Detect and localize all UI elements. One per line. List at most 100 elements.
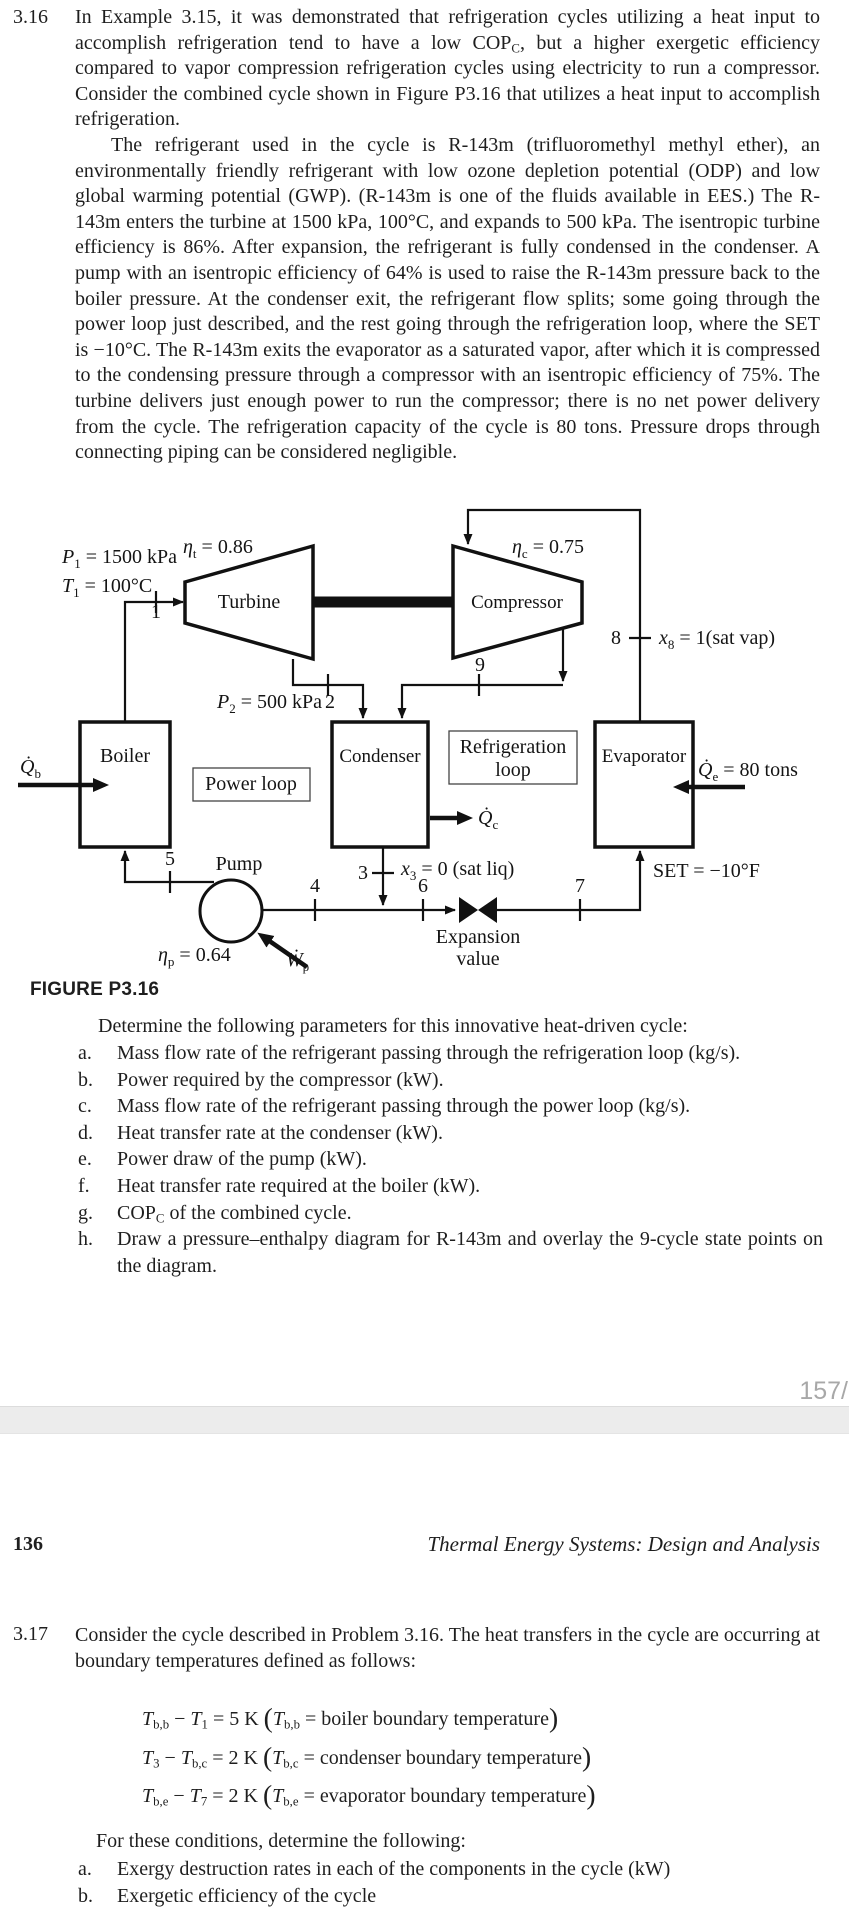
list-item: b. Power required by the compressor (kW). xyxy=(78,1067,823,1094)
state3-quality-label: x3 = 0 (sat liq) xyxy=(400,858,514,883)
item-letter: f. xyxy=(78,1174,90,1197)
item-text: Power required by the compressor (kW). xyxy=(117,1068,444,1091)
shaft xyxy=(313,596,453,608)
determine-intro: Determine the following parameters for t… xyxy=(98,1015,688,1037)
figure-p316-diagram: Turbine Compressor Boiler Condenser Evap… xyxy=(18,508,798,974)
pump-work-arrow xyxy=(257,932,309,969)
paragraph-1-text: In Example 3.15, it was demonstrated tha… xyxy=(75,6,820,54)
list-item: g. COPC of the combined cycle. xyxy=(78,1200,823,1227)
item-text: Heat transfer rate at the condenser (kW)… xyxy=(117,1121,443,1144)
expansion-valve-icon xyxy=(478,897,497,923)
compressor-label: Compressor xyxy=(471,592,564,613)
paragraph-1-continued: , but a higher exergetic efficiency comp… xyxy=(75,31,820,131)
item-letter: b. xyxy=(78,1885,93,1907)
for-these-conditions-intro: For these conditions, determine the foll… xyxy=(96,1830,466,1852)
item-letter: d. xyxy=(78,1121,93,1144)
problem-316-statement: In Example 3.15, it was demonstrated tha… xyxy=(75,5,820,466)
station-7: 7 xyxy=(575,875,585,897)
compressor-efficiency-label: ηc = 0.75 xyxy=(512,536,584,561)
station-5: 5 xyxy=(165,848,175,870)
item-text: Draw a pressure–enthalpy diagram for R-1… xyxy=(117,1228,823,1277)
station-9: 9 xyxy=(475,654,485,676)
list-item: e. Power draw of the pump (kW). xyxy=(78,1146,823,1173)
problem-317-statement: Consider the cycle described in Problem … xyxy=(75,1624,820,1672)
pump-label: Pump xyxy=(216,853,263,875)
set-temperature-label: SET = −10°F xyxy=(653,860,760,882)
item-letter: a. xyxy=(78,1858,92,1880)
item-letter: b. xyxy=(78,1068,93,1091)
condenser-box xyxy=(330,720,430,849)
turbine-label: Turbine xyxy=(218,591,281,613)
item-text: COPC of the combined cycle. xyxy=(117,1201,352,1226)
state8-quality-label: x8 = 1(sat vap) xyxy=(658,627,775,652)
equation-evaporator-boundary: Tb,e − T7 = 2 K (Tb,e = evaporator bound… xyxy=(142,1779,596,1811)
compressor-symbol xyxy=(451,543,584,661)
running-title: Thermal Energy Systems: Design and Analy… xyxy=(427,1532,820,1556)
item-text: Heat transfer rate required at the boile… xyxy=(117,1174,481,1197)
pipe-valve-to-evaporator xyxy=(497,850,645,912)
item-letter: c. xyxy=(78,1095,92,1118)
evaporator-box xyxy=(593,720,695,849)
station-4: 4 xyxy=(310,875,320,897)
refrigeration-loop-label-box xyxy=(448,730,578,785)
pump-work-label: Ẇp xyxy=(286,948,309,974)
list-item: f. Heat transfer rate required at the boi… xyxy=(78,1173,823,1200)
inlet-pressure-label: P1 = 1500 kPa xyxy=(61,546,177,571)
pipe-boiler-to-turbine xyxy=(123,597,184,722)
boiler-heat-label: Q̇b xyxy=(20,755,41,781)
boundary-temperature-equations: Tb,b − T1 = 5 K (Tb,b = boiler boundary … xyxy=(142,1700,596,1816)
page-folio: 136 xyxy=(13,1533,43,1555)
expansion-valve-label: Expansion xyxy=(436,926,520,948)
equation-condenser-boundary: T3 − Tb,c = 2 K (Tb,c = condenser bounda… xyxy=(142,1740,592,1772)
item-letter: g. xyxy=(78,1201,93,1224)
pipe-evaporator-to-compressor xyxy=(463,508,642,722)
expansion-valve-label: value xyxy=(456,948,499,970)
viewer-page-indicator[interactable]: 157/ xyxy=(799,1377,848,1405)
boiler-label: Boiler xyxy=(100,745,150,767)
paragraph-2: The refrigerant used in the cycle is R-1… xyxy=(75,133,820,464)
turbine-efficiency-label: ηt = 0.86 xyxy=(183,536,253,561)
station-3: 3 xyxy=(358,862,368,884)
item-letter: a. xyxy=(78,1042,92,1064)
problem-316-item-list: a. Mass flow rate of the refrigerant pass… xyxy=(78,1040,823,1279)
item-text: Mass flow rate of the refrigerant passin… xyxy=(117,1095,691,1118)
refrigeration-loop-label: Refrigeration xyxy=(460,736,567,758)
item-text: Mass flow rate of the refrigerant passin… xyxy=(117,1042,741,1064)
cop-subscript: C xyxy=(155,1211,165,1226)
item-letter: e. xyxy=(78,1148,92,1171)
list-item: a. Mass flow rate of the refrigerant pass… xyxy=(78,1040,823,1067)
power-loop-label-box xyxy=(192,767,311,802)
list-item: h.Draw a pressure–enthalpy diagram for R… xyxy=(78,1226,823,1279)
station-8: 8 xyxy=(611,627,621,649)
equation-boiler-boundary: Tb,b − T1 = 5 K (Tb,b = boiler boundary … xyxy=(142,1702,559,1734)
expansion-valve-icon xyxy=(459,897,478,923)
evaporator-heat-label: Q̇e = 80 tons xyxy=(698,758,798,784)
item-text: Exergy destruction rates in each of the … xyxy=(117,1858,671,1880)
station-1: 1 xyxy=(151,601,161,623)
evaporator-label: Evaporator xyxy=(602,746,687,767)
page-gap-bar xyxy=(0,1406,849,1434)
power-loop-label: Power loop xyxy=(205,773,297,795)
item-text: Power draw of the pump (kW). xyxy=(117,1148,367,1171)
figure-caption: FIGURE P3.16 xyxy=(30,979,160,1000)
pump-symbol xyxy=(198,878,264,944)
list-item: d. Heat transfer rate at the condenser (k… xyxy=(78,1120,823,1147)
condenser-heat-label: Q̇c xyxy=(478,806,498,832)
pipe-pump-to-boiler xyxy=(120,850,214,884)
turbine-exit-pressure-label: P2 = 500 kPa xyxy=(216,691,322,716)
pump-efficiency-label: ηp = 0.64 xyxy=(158,944,231,969)
turbine-symbol xyxy=(183,543,315,662)
problem-317-number: 3.17 xyxy=(13,1623,48,1645)
paragraph-1: In Example 3.15, it was demonstrated tha… xyxy=(75,5,820,133)
problem-316-number: 3.16 xyxy=(13,6,48,28)
item-text: Exergetic efficiency of the cycle xyxy=(117,1885,377,1907)
problem-317-item-list: a. Exergy destruction rates in each of th… xyxy=(78,1856,823,1910)
list-item: a. Exergy destruction rates in each of th… xyxy=(78,1856,823,1883)
condenser-label: Condenser xyxy=(339,746,421,767)
pipe-compressor-to-condenser xyxy=(397,683,563,719)
inlet-temperature-label: T1 = 100°C xyxy=(62,575,152,600)
list-item: c. Mass flow rate of the refrigerant pass… xyxy=(78,1093,823,1120)
station-6: 6 xyxy=(418,875,428,897)
list-item: b. Exergetic efficiency of the cycle xyxy=(78,1883,823,1910)
